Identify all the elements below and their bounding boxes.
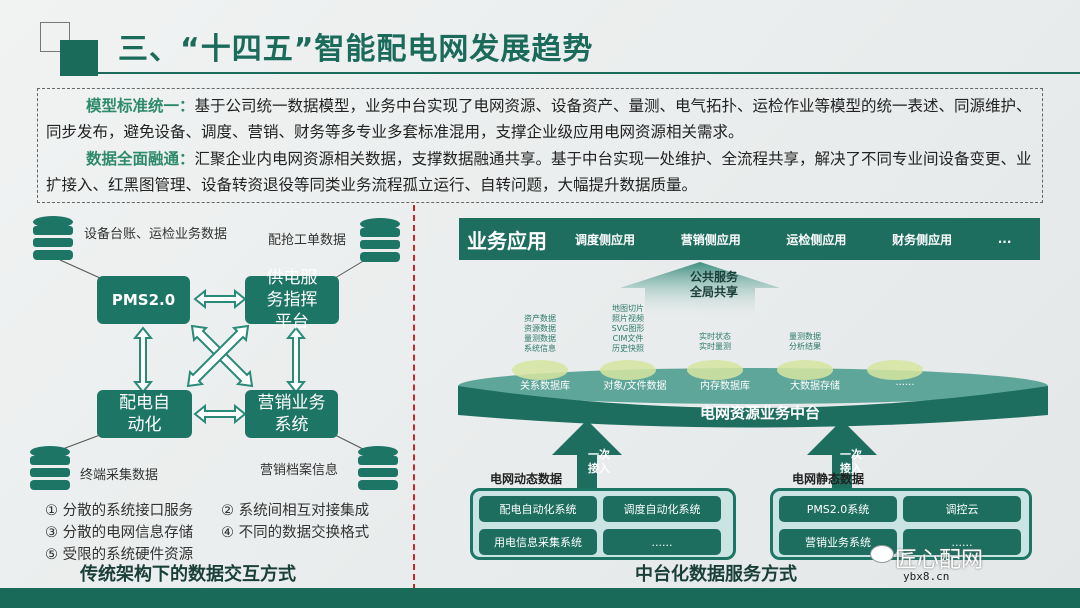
p2-body: 汇聚企业内电网资源相关数据，支撑数据融通共享。基于中台实现一处维护、全流程共享，…: [46, 150, 1032, 194]
database-icon: [358, 446, 398, 490]
dynamic-data-label: 电网动态数据: [490, 472, 563, 486]
access-label: 一次 接入: [840, 448, 862, 475]
title-decoration: [40, 22, 70, 52]
access-label: 一次 接入: [588, 448, 610, 475]
system-supply-command: 供电服务指挥平台: [245, 268, 339, 332]
arrow-icon: [132, 326, 154, 394]
platform-body: [458, 386, 1048, 428]
arrow-icon: [285, 326, 307, 394]
store-contents: 量测数据 分析结果: [789, 332, 821, 351]
shared-arrow-icon: [620, 262, 780, 320]
platform-label: 电网资源业务中台: [699, 404, 820, 422]
wechat-icon: [870, 545, 894, 563]
p1-body: 基于公司统一数据模型，业务中台实现了电网资源、设备资产、量测、电气拓扑、运检作业…: [46, 97, 1032, 141]
arrow-icon: [186, 324, 250, 388]
bullet: ④ 不同的数据交换格式: [221, 525, 370, 541]
arrow-icon: [193, 403, 247, 425]
access-arrow-icon: [807, 420, 877, 490]
intro-paragraph-1: 模型标准统一：基于公司统一数据模型，业务中台实现了电网资源、设备资产、量测、电气…: [46, 93, 1036, 145]
store-name: 对象/文件数据: [603, 381, 667, 392]
db-label: 配抢工单数据: [268, 233, 347, 248]
page-title: 三、“十四五”智能配电网发展趋势: [118, 32, 594, 67]
store-names: 关系数据库 对象/文件数据 内存数据库 大数据存储 ......: [500, 377, 1040, 392]
system-button: 调度自动化系统: [603, 496, 721, 522]
store-name: ......: [895, 377, 915, 388]
db-label: 设备台账、运检业务数据: [84, 227, 228, 242]
app-item: 财务侧应用: [892, 232, 953, 247]
p1-heading: 模型标准统一：: [86, 97, 195, 115]
store-contents: 资产数据 资源数据 量测数据 系统信息: [524, 314, 556, 353]
right-caption: 中台化数据服务方式: [635, 564, 797, 585]
business-apps-banner: 业务应用 调度侧应用 营销侧应用 运检侧应用 财务侧应用 ...: [459, 218, 1040, 260]
footer-bar: [0, 588, 1080, 608]
store-name: 关系数据库: [520, 381, 570, 392]
platform-graphic: [458, 262, 1048, 490]
database-icon: [33, 216, 73, 260]
banner-title: 业务应用: [467, 228, 547, 253]
database-icon: [30, 446, 70, 490]
access-arrow-icon: [552, 420, 622, 490]
system-distribution-automation: 配电自动化: [97, 390, 192, 438]
database-icon: [360, 218, 400, 262]
system-button: 配电自动化系统: [479, 496, 597, 522]
system-button: 营销业务系统: [779, 529, 897, 555]
bullet: ③ 分散的电网信息存储: [45, 525, 194, 541]
dynamic-systems-group: 配电自动化系统 调度自动化系统 用电信息采集系统 ......: [470, 488, 736, 560]
bullet: ② 系统间相互对接集成: [221, 503, 370, 519]
system-marketing: 营销业务系统: [245, 390, 338, 438]
store-name: 内存数据库: [700, 381, 750, 392]
bullet: ① 分散的系统接口服务: [45, 503, 194, 519]
system-button: ......: [603, 529, 721, 555]
static-data-label: 电网静态数据: [792, 472, 865, 486]
intro-paragraph-2: 数据全面融通：汇聚企业内电网资源相关数据，支撑数据融通共享。基于中台实现一处维护…: [46, 146, 1036, 198]
watermark-name: 匠心配网: [895, 548, 984, 573]
divider-line: [413, 205, 415, 590]
app-item: ...: [997, 232, 1012, 246]
title-decoration-fill: [60, 40, 98, 76]
left-caption: 传统架构下的数据交互方式: [80, 564, 296, 585]
system-pms: PMS2.0: [97, 276, 190, 324]
store-glow-icons: [512, 360, 923, 380]
system-button: PMS2.0系统: [779, 496, 897, 522]
system-button: ......: [903, 529, 1021, 555]
app-item: 运检侧应用: [786, 232, 847, 247]
store-name: 大数据存储: [790, 381, 840, 392]
title-underline: [88, 72, 1080, 74]
db-label: 终端采集数据: [80, 468, 159, 483]
system-button: 用电信息采集系统: [479, 529, 597, 555]
p2-heading: 数据全面融通：: [86, 150, 195, 168]
bullet: ⑤ 受限的系统硬件资源: [45, 547, 194, 563]
store-contents: 地图切片 照片视频 SVG图形 CIM文件 历史快照: [611, 304, 645, 353]
db-label: 营销档案信息: [260, 463, 339, 478]
app-item: 营销侧应用: [680, 232, 741, 247]
intro-box: [37, 88, 1043, 203]
arrow-icon: [193, 288, 247, 310]
system-button: 调控云: [903, 496, 1021, 522]
shared-services-label: 公共服务 全局共享: [690, 270, 739, 299]
watermark-url: ybx8.cn: [903, 570, 950, 583]
static-systems-group: PMS2.0系统 调控云 营销业务系统 ......: [770, 488, 1032, 560]
app-item: 调度侧应用: [575, 232, 636, 247]
store-contents: 实时状态 实时量测: [699, 332, 731, 351]
legacy-connections: [30, 216, 400, 490]
